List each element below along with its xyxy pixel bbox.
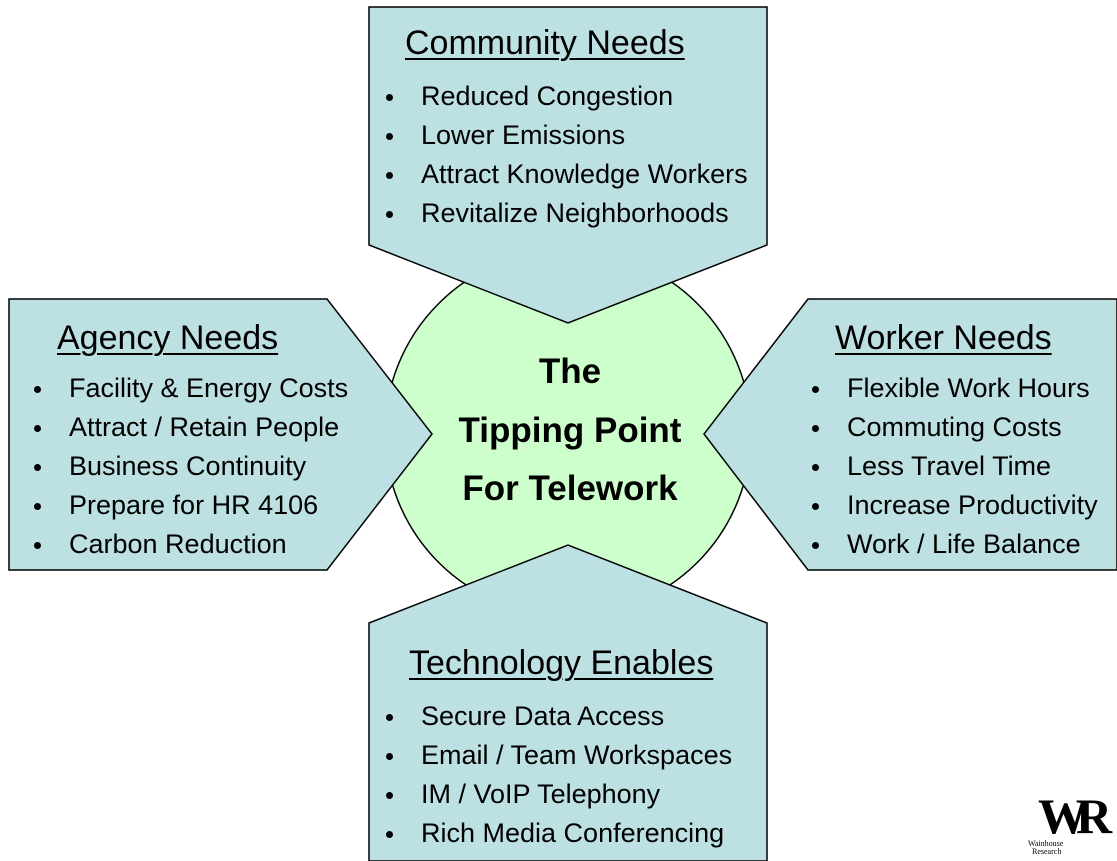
center-title-line-3: For Telework (462, 469, 678, 508)
worker-needs-item: Work / Life Balance (809, 525, 1098, 564)
right-panel-shape (703, 298, 1117, 571)
technology-enables-item: Email / Team Workspaces (383, 736, 732, 775)
community-needs-item: Revitalize Neighborhoods (383, 194, 748, 233)
wainhouse-research-logo: WR Wainhouse Research (1024, 788, 1114, 858)
center-title-line-2: Tipping Point (458, 411, 682, 450)
top-panel-shape (368, 6, 768, 324)
technology-enables-item: IM / VoIP Telephony (383, 775, 732, 814)
technology-enables-item: Rich Media Conferencing (383, 814, 732, 853)
worker-needs-list: Flexible Work Hours Commuting Costs Less… (809, 369, 1098, 564)
agency-needs-item: Facility & Energy Costs (31, 369, 348, 408)
agency-needs-item: Business Continuity (31, 447, 348, 486)
community-needs-item: Attract Knowledge Workers (383, 155, 748, 194)
agency-needs-item: Attract / Retain People (31, 408, 348, 447)
logo-line-2: Research (1032, 847, 1062, 856)
technology-enables-title: Technology Enables (409, 644, 714, 682)
worker-needs-item: Less Travel Time (809, 447, 1098, 486)
worker-needs-item: Flexible Work Hours (809, 369, 1098, 408)
community-needs-item: Reduced Congestion (383, 77, 748, 116)
left-panel-shape (8, 298, 433, 571)
bottom-panel-shape (368, 544, 768, 861)
logo-line-1: Wainhouse (1028, 839, 1064, 848)
agency-needs-title: Agency Needs (57, 319, 279, 357)
agency-needs-item: Prepare for HR 4106 (31, 486, 348, 525)
technology-enables-list: Secure Data Access Email / Team Workspac… (383, 697, 732, 853)
worker-needs-item: Increase Productivity (809, 486, 1098, 525)
center-title-line-1: The (538, 352, 602, 391)
logo-letters: WR (1038, 788, 1112, 844)
community-needs-title: Community Needs (405, 24, 685, 62)
agency-needs-item: Carbon Reduction (31, 525, 348, 564)
community-needs-list: Reduced Congestion Lower Emissions Attra… (383, 77, 748, 233)
community-needs-item: Lower Emissions (383, 116, 748, 155)
technology-enables-item: Secure Data Access (383, 697, 732, 736)
worker-needs-title: Worker Needs (835, 319, 1052, 357)
worker-needs-item: Commuting Costs (809, 408, 1098, 447)
agency-needs-list: Facility & Energy Costs Attract / Retain… (31, 369, 348, 564)
